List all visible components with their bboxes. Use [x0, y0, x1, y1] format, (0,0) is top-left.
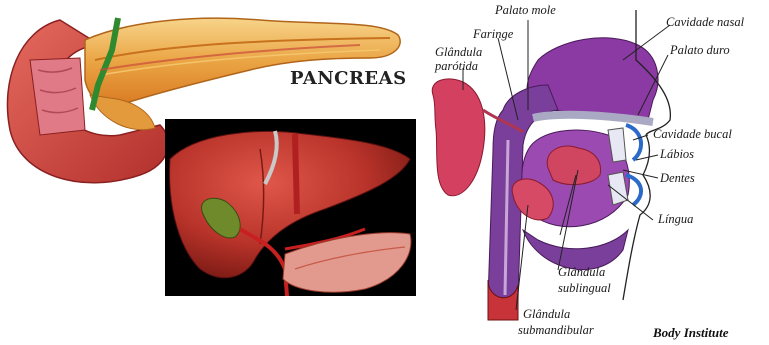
label-faringe: Faringe	[473, 28, 513, 41]
label-glandula-parotida-1: Glândula	[435, 46, 482, 59]
liver-illustration	[165, 119, 416, 296]
label-cavidade-nasal: Cavidade nasal	[666, 16, 744, 29]
label-labios: Lábios	[660, 148, 694, 161]
label-dentes: Dentes	[660, 172, 695, 185]
mouth-anatomy-diagram: Palato mole Faringe Glândula parótida Ca…	[408, 0, 769, 345]
label-cavidade-bucal: Cavidade bucal	[653, 128, 732, 141]
label-palato-duro: Palato duro	[670, 44, 730, 57]
pancreas-title: PANCREAS	[290, 68, 407, 89]
liver-drawing	[165, 119, 416, 296]
label-glandula-submandibular-1: Glândula	[523, 308, 570, 321]
label-palato-mole: Palato mole	[495, 4, 556, 17]
label-lingua: Língua	[658, 213, 693, 226]
label-glandula-submandibular-2: submandibular	[518, 324, 594, 337]
label-glandula-sublingual-1: Glândula	[558, 266, 605, 279]
label-glandula-parotida-2: parótida	[435, 60, 478, 73]
brand-body-institute: Body Institute	[653, 325, 729, 341]
label-glandula-sublingual-2: sublingual	[558, 282, 611, 295]
